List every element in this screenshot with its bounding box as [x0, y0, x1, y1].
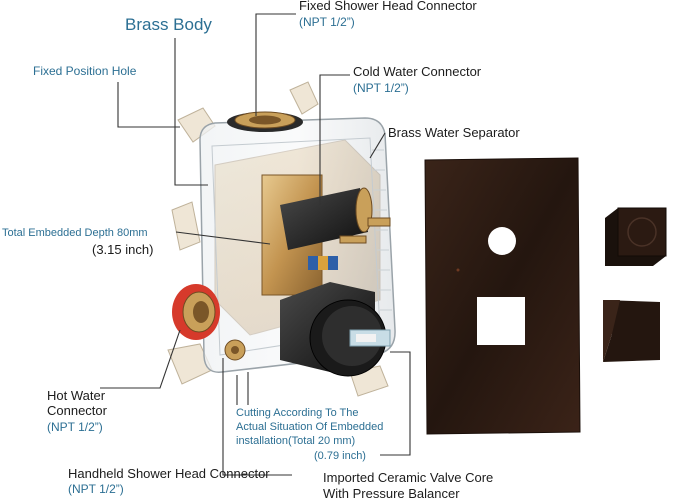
- label-handheld-connector: Handheld Shower Head Connector: [68, 466, 270, 481]
- leader-separator: [369, 132, 386, 159]
- leader-fixed-position-hole: [117, 82, 180, 128]
- leader-valve-core: [380, 351, 411, 456]
- label-valve-core-line1: Imported Ceramic Valve Core: [323, 470, 494, 485]
- label-hot-water-connector-line2: Connector: [47, 403, 107, 418]
- depth-line: [175, 231, 271, 245]
- label-cutting-line2: Actual Situation Of Embedded: [236, 421, 384, 433]
- label-brass-body: Brass Body: [125, 15, 212, 34]
- ear-left-mid: [171, 201, 201, 251]
- handheld-connector: [224, 339, 246, 361]
- label-hot-water-connector-line1: Hot Water: [47, 388, 106, 403]
- label-fixed-shower-head-npt: (NPT 1/2”): [299, 15, 355, 29]
- top-connector: [227, 111, 303, 132]
- cover-plate: [424, 157, 581, 435]
- temp-indicator-mid: [318, 256, 328, 270]
- label-fixed-shower-head-connector: Fixed Shower Head Connector: [299, 0, 477, 13]
- label-hot-water-npt: (NPT 1/2”): [47, 420, 103, 434]
- ear-top-right: [289, 81, 319, 115]
- leader-handheld: [222, 358, 292, 476]
- label-cutting-inch: (0.79 inch): [314, 450, 366, 462]
- housing-ribs: [372, 149, 392, 311]
- handle-cap: [605, 207, 667, 266]
- label-total-embedded-depth: Total Embedded Depth 80mm: [2, 227, 148, 239]
- label-total-embedded-depth-inch: (3.15 inch): [92, 242, 154, 257]
- label-cutting-line3: installation(Total 20 mm): [236, 435, 356, 447]
- label-cold-water-npt: (NPT 1/2”): [353, 81, 409, 95]
- label-brass-water-separator: Brass Water Separator: [388, 125, 520, 140]
- brass-water-separator-pipe: [280, 187, 391, 250]
- label-handheld-npt: (NPT 1/2”): [68, 482, 124, 496]
- leader-brass-body: [174, 38, 208, 186]
- leader-hot-water: [100, 329, 181, 389]
- label-cold-water-connector: Cold Water Connector: [353, 64, 482, 79]
- lever-handle: [603, 300, 660, 362]
- hot-water-connector: [172, 284, 220, 340]
- label-fixed-position-hole: Fixed Position Hole: [33, 64, 137, 78]
- leader-cold-water: [319, 74, 350, 205]
- label-cutting-line1: Cutting According To The: [236, 407, 359, 419]
- leader-fixed-shower-head: [255, 13, 296, 116]
- leader-lines: [100, 13, 411, 476]
- mounting-ears: [167, 81, 389, 397]
- valve-core: [280, 282, 391, 377]
- label-valve-core-line2: With Pressure Balancer: [323, 486, 460, 501]
